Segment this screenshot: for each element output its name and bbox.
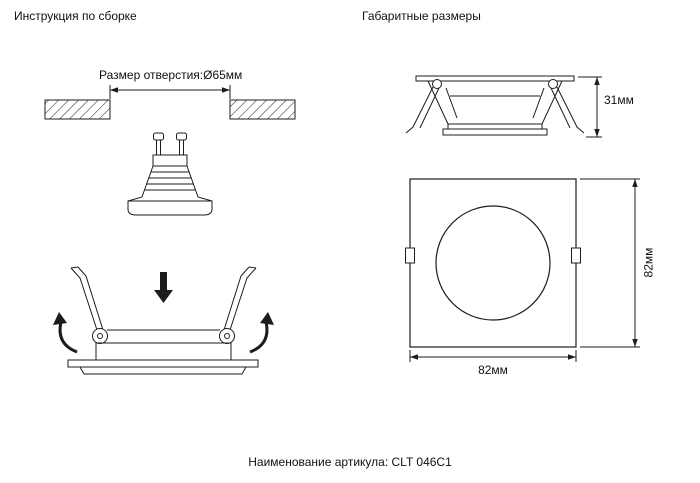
front-view-lamp-opening — [435, 205, 551, 321]
insert-direction-arrow-icon — [154, 272, 173, 303]
spring-pivot-left — [92, 328, 108, 344]
article-name-label: Наименование артикула: CLT 046C1 — [248, 455, 452, 469]
front-width-dimension-label: 82мм — [478, 363, 508, 377]
ceiling-section-left — [44, 99, 111, 120]
front-height-dimension-line — [580, 178, 640, 348]
front-width-dimension-line — [409, 350, 577, 362]
rotate-arrow-right-icon — [249, 312, 274, 354]
side-pivot-left — [432, 79, 442, 89]
section-title-dimensions: Габаритные размеры — [362, 9, 481, 23]
front-view-notch-right — [571, 247, 581, 264]
fixture-side-view-drawing — [405, 75, 585, 136]
side-pivot-right — [548, 79, 558, 89]
rotate-arrow-left-icon — [53, 312, 78, 354]
ceiling-section-right — [229, 99, 296, 120]
spring-right — [223, 266, 257, 331]
side-height-dimension-label: 31мм — [604, 93, 634, 107]
fixture-front-view-drawing — [405, 178, 581, 348]
side-height-dimension-line — [578, 76, 602, 138]
gu10-lamp-drawing — [127, 132, 213, 216]
ceiling-cutout-diagram — [44, 85, 296, 120]
front-view-square — [409, 178, 577, 348]
spring-left — [70, 266, 104, 331]
hole-dimension-line — [109, 85, 231, 99]
spring-pivot-right — [219, 328, 235, 344]
spring-clip-fixture-drawing — [53, 266, 274, 375]
front-view-notch-left — [405, 247, 415, 264]
section-title-assembly: Инструкция по сборке — [14, 9, 137, 23]
hole-size-label: Размер отверстия:Ø65мм — [99, 68, 243, 82]
